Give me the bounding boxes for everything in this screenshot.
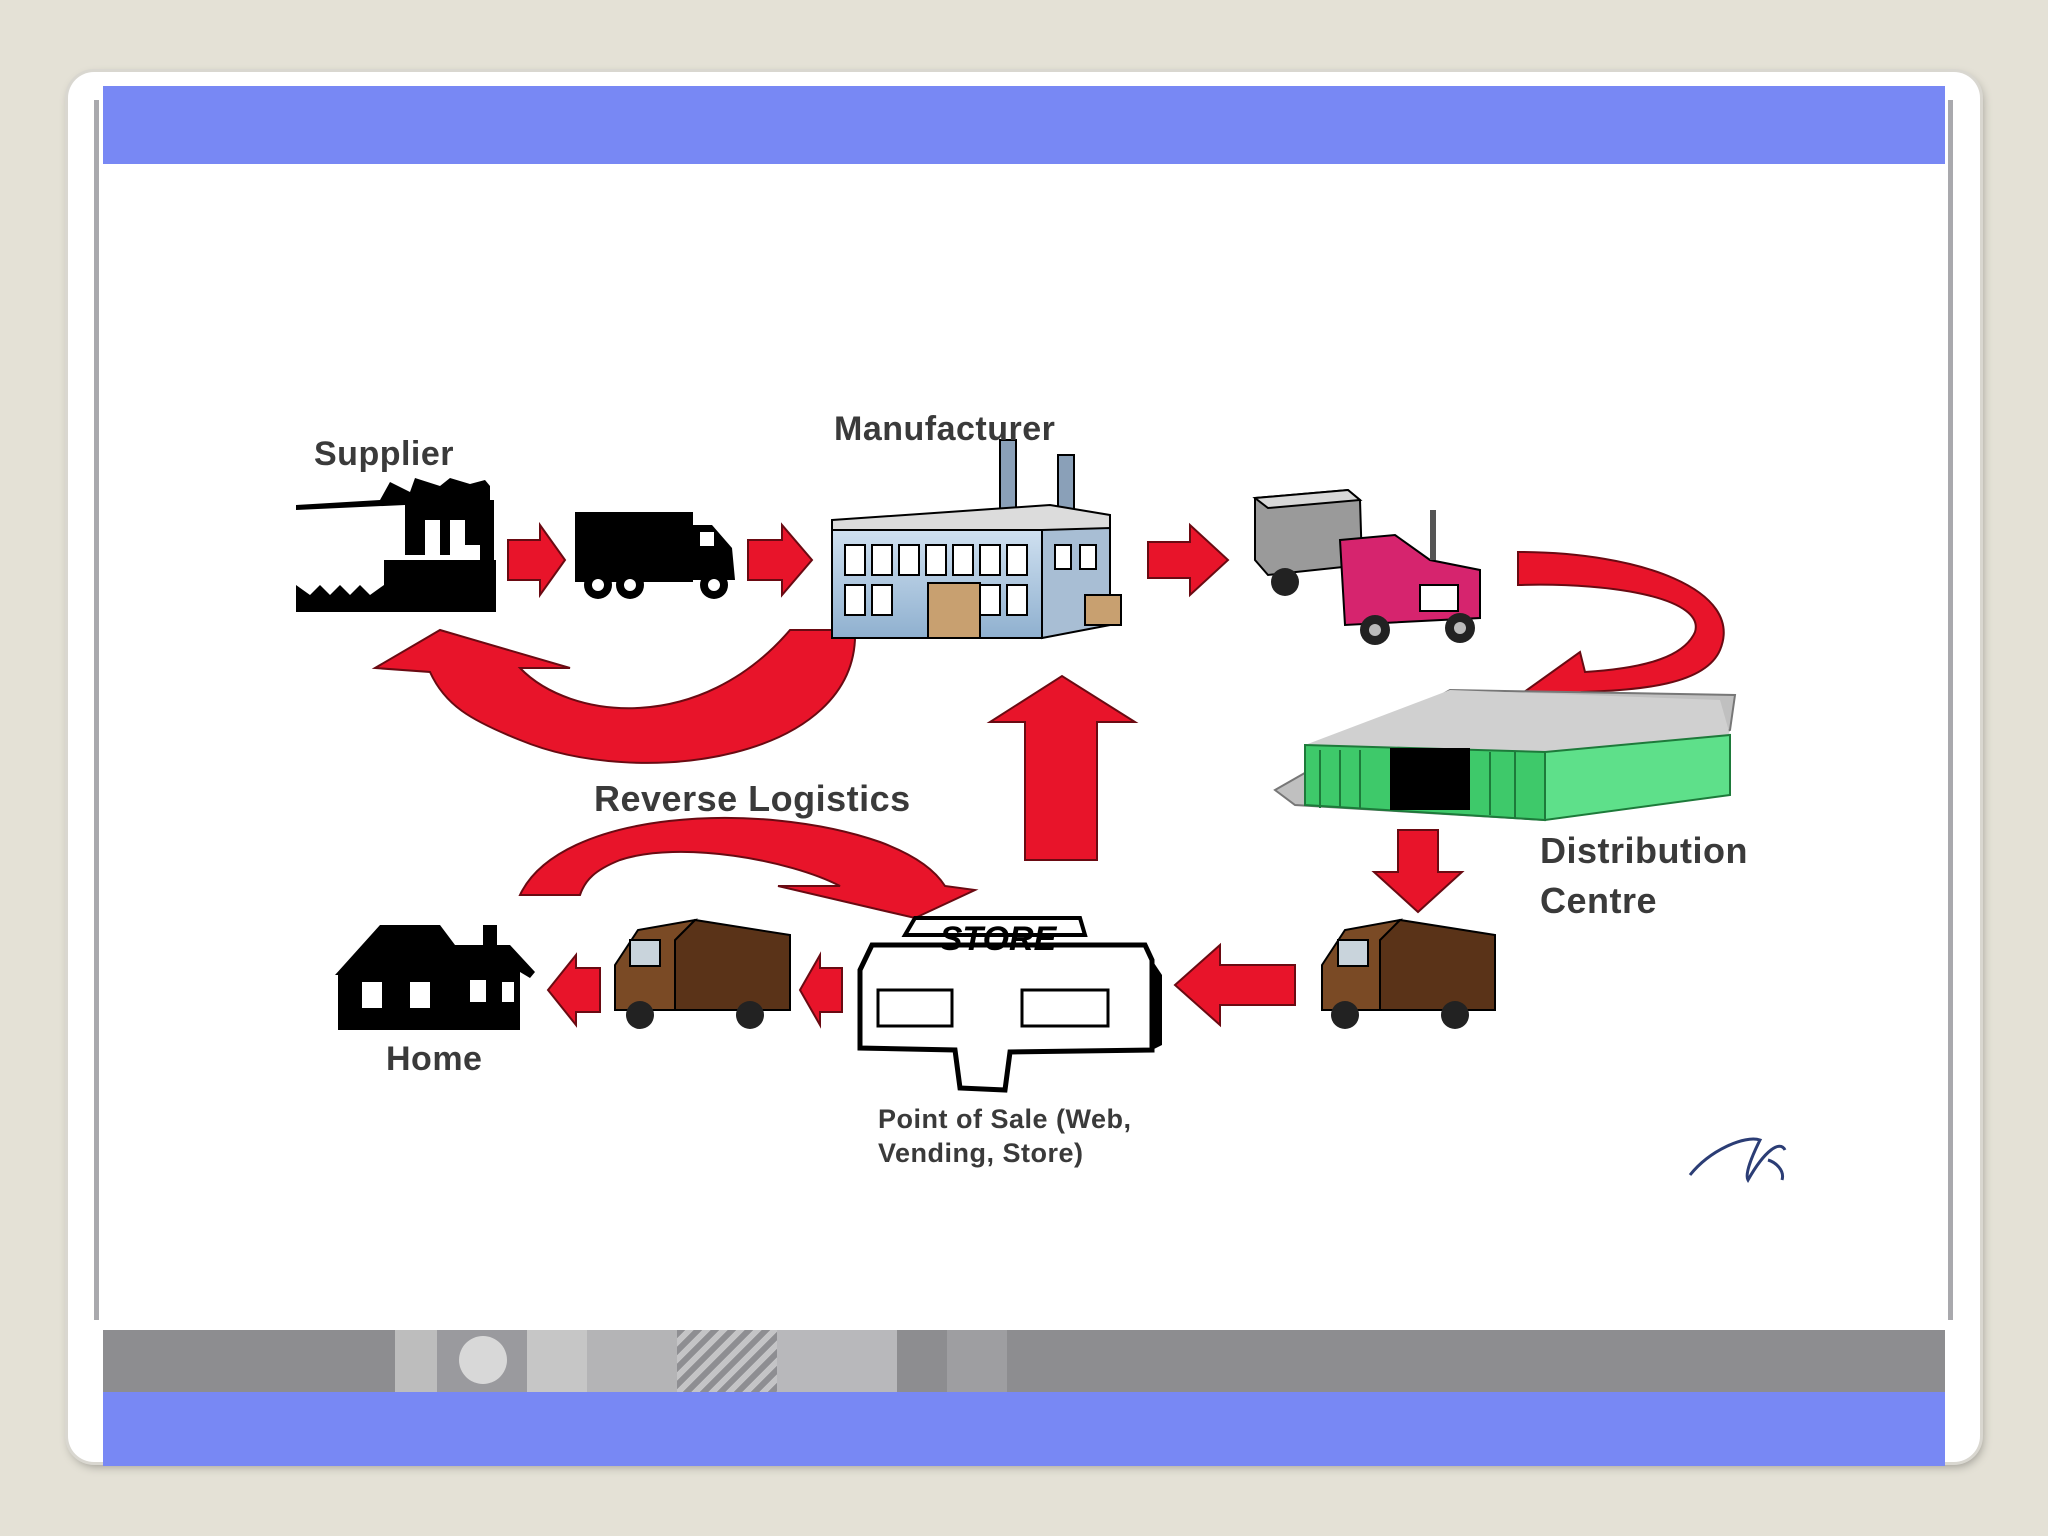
filmstrip-tile: [527, 1330, 587, 1392]
semi-truck-icon: [1252, 488, 1481, 645]
arrow-store-to-van: [798, 951, 843, 1029]
filmstrip-tile: [587, 1330, 677, 1392]
distribution-warehouse-icon: [1273, 688, 1737, 822]
label-manufacturer: Manufacturer: [834, 410, 1056, 448]
label-supplier: Supplier: [314, 435, 455, 473]
store-sign: STORE: [940, 920, 1058, 958]
filmstrip-tile: [437, 1330, 527, 1392]
slide-footer-bar: [103, 1392, 1945, 1466]
label-reverse-logistics: Reverse Logistics: [594, 778, 911, 819]
arrow-supplier-to-truck: [507, 521, 567, 599]
arrow-van-to-store: [1173, 942, 1296, 1028]
label-point-of-sale-line2: Vending, Store): [878, 1138, 1084, 1168]
filmstrip-tile: [395, 1330, 437, 1392]
arrow-reverse-logistics: [518, 816, 979, 920]
slide-header-bar: [103, 86, 1945, 164]
slide-edge-right: [1948, 100, 1953, 1320]
label-distribution-line2: Centre: [1540, 880, 1658, 921]
filmstrip-tile: [777, 1330, 897, 1392]
arrow-manufacturer-to-semi: [1147, 522, 1230, 598]
signature-mark: [1688, 1137, 1787, 1183]
label-home: Home: [386, 1040, 483, 1078]
filmstrip-tile: [677, 1330, 777, 1392]
box-truck-icon: [575, 512, 735, 599]
arrow-reverse-to-supplier: [371, 628, 857, 764]
label-point-of-sale-line1: Point of Sale (Web,: [878, 1104, 1132, 1134]
filmstrip-tile: [947, 1330, 1007, 1392]
manufacturer-building-icon: [831, 439, 1122, 640]
filmstrip-circle-shape: [459, 1336, 507, 1384]
slide-edge-left: [94, 100, 99, 1320]
home-house-icon: [335, 925, 535, 1030]
arrow-up-to-manufacturer: [986, 674, 1139, 861]
delivery-van-left-icon: [614, 918, 791, 1029]
supplier-factory-icon: [296, 478, 496, 612]
label-distribution-line1: Distribution: [1540, 830, 1748, 871]
slide-footer-filmstrip: [103, 1330, 1945, 1392]
arrow-truck-to-manufacturer: [747, 522, 814, 598]
delivery-van-right-icon: [1321, 918, 1496, 1029]
arrow-van-to-home: [546, 952, 601, 1028]
arrow-down-to-van: [1371, 829, 1465, 914]
store-icon: STORE: [857, 916, 1162, 1093]
